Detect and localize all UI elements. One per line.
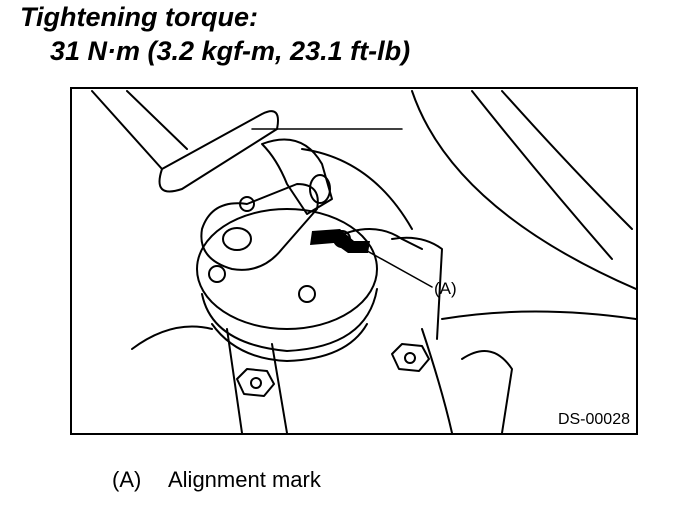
housing-outline [471,90,613,260]
drive-shaft-tube [158,110,279,193]
callout-label: (A) [434,279,457,298]
hex-nut [236,368,275,397]
flange-bolt [208,265,226,283]
hex-nut [391,343,430,372]
legend: (A) Alignment mark [112,467,321,493]
yoke-flange [200,183,319,271]
companion-flange [196,208,378,330]
alignment-mark [310,229,370,253]
legend-key: (A) [112,467,142,492]
figure-id: DS-00028 [557,411,630,428]
drive-shaft-illustration: (A) DS-00028 [70,87,638,435]
callout-leader [359,246,433,288]
technical-drawing [91,90,636,433]
torque-spec: 31 N·m (3.2 kgf-m, 23.1 ft-lb) [50,36,411,66]
legend-description: Alignment mark [168,467,321,492]
torque-title: Tightening torque: [20,2,258,32]
